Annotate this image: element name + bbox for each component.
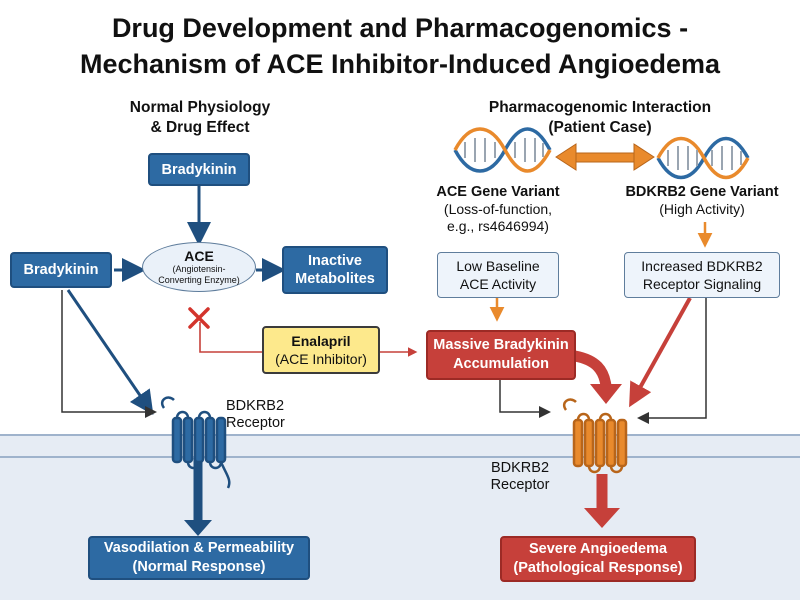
enalapril-box: Enalapril (ACE Inhibitor) bbox=[262, 326, 380, 374]
page-title: Drug Development and Pharmacogenomics - … bbox=[0, 10, 800, 82]
accumulation-line-2: Accumulation bbox=[453, 356, 549, 372]
increased-signaling-box: Increased BDKRB2 Receptor Signaling bbox=[624, 252, 780, 298]
right-heading-line-1: Pharmacogenomic Interaction bbox=[488, 99, 712, 116]
title-line-2: Mechanism of ACE Inhibitor-Induced Angio… bbox=[79, 49, 721, 79]
normal-response-box: Vasodilation & Permeability (Normal Resp… bbox=[88, 536, 310, 580]
ace-variant-title: ACE Gene Variant bbox=[436, 184, 560, 200]
bdkrb2-variant-title: BDKRB2 Gene Variant bbox=[625, 184, 779, 200]
title-line-1: Drug Development and Pharmacogenomics - bbox=[111, 13, 689, 43]
ace-enzyme-ellipse: ACE (Angiotensin- Converting Enzyme) bbox=[142, 242, 256, 292]
left-heading-line-2: & Drug Effect bbox=[150, 119, 250, 136]
arrow-signaling-to-receptor-elbow bbox=[637, 296, 707, 424]
membrane-line-bottom bbox=[0, 456, 800, 458]
normal-response-line-2: (Normal Response) bbox=[132, 559, 266, 575]
low-ace-line-1: Low Baseline bbox=[456, 258, 540, 274]
increased-line-2: Receptor Signaling bbox=[642, 276, 762, 292]
right-heading-line-2: (Patient Case) bbox=[548, 119, 652, 136]
dna-helix-icon-right bbox=[656, 136, 750, 180]
ace-subtitle-line-2: Converting Enzyme) bbox=[158, 274, 240, 285]
arrow-accumulation-to-receptor-head bbox=[590, 384, 622, 404]
arrow-signaling-to-receptor-diag bbox=[629, 297, 692, 408]
left-section-heading: Normal Physiology & Drug Effect bbox=[100, 98, 300, 138]
bradykinin-top-label: Bradykinin bbox=[161, 161, 237, 178]
bradykinin-top-box: Bradykinin bbox=[148, 153, 250, 186]
seven-transmembrane-receptor-icon bbox=[160, 396, 231, 489]
bradykinin-left-box: Bradykinin bbox=[10, 252, 112, 288]
ace-title: ACE bbox=[184, 247, 214, 264]
interaction-double-arrow bbox=[555, 143, 655, 171]
red-x-icon bbox=[188, 307, 210, 329]
arrow-bradykinin-to-receptor-diag bbox=[66, 289, 154, 415]
arrow-accumulation-to-receptor-elbow bbox=[499, 380, 551, 418]
arrow-receptor-to-outcome-head bbox=[184, 520, 212, 536]
bdkrb2-variant-line-1: (High Activity) bbox=[659, 201, 745, 217]
enalapril-name: Enalapril bbox=[291, 333, 351, 349]
membrane-line-top bbox=[0, 434, 800, 436]
bdkrb2-gene-variant-label: BDKRB2 Gene Variant (High Activity) bbox=[612, 184, 792, 218]
angioedema-line-2: (Pathological Response) bbox=[513, 560, 683, 576]
dna-helix-icon bbox=[453, 127, 552, 173]
arrow-accumulation-to-receptor-curve bbox=[573, 350, 612, 387]
right-section-heading: Pharmacogenomic Interaction (Patient Cas… bbox=[460, 98, 740, 138]
enalapril-class: (ACE Inhibitor) bbox=[275, 351, 367, 367]
inactive-line-2: Metabolites bbox=[295, 271, 375, 287]
right-receptor-line-2: Receptor bbox=[490, 477, 550, 493]
left-receptor-line-2: Receptor bbox=[226, 415, 285, 431]
seven-transmembrane-receptor-icon-right bbox=[562, 398, 628, 474]
right-receptor-line-1: BDKRB2 bbox=[490, 460, 550, 476]
arrow-bradykinin-to-receptor-elbow bbox=[61, 290, 157, 418]
left-receptor-line-1: BDKRB2 bbox=[226, 398, 285, 414]
severe-angioedema-box: Severe Angioedema (Pathological Response… bbox=[500, 536, 696, 582]
low-ace-line-2: ACE Activity bbox=[459, 276, 537, 292]
left-heading-line-1: Normal Physiology bbox=[129, 99, 271, 116]
ace-gene-variant-label: ACE Gene Variant (Loss-of-function, e.g.… bbox=[418, 184, 578, 235]
bradykinin-accumulation-box: Massive Bradykinin Accumulation bbox=[426, 330, 576, 380]
bradykinin-left-label: Bradykinin bbox=[23, 262, 99, 278]
ace-variant-line-1: (Loss-of-function, bbox=[443, 201, 553, 217]
ace-variant-line-2: e.g., rs4646994) bbox=[447, 218, 549, 234]
low-ace-activity-box: Low Baseline ACE Activity bbox=[437, 252, 559, 298]
normal-response-line-1: Vasodilation & Permeability bbox=[103, 540, 295, 556]
inactive-line-1: Inactive bbox=[308, 253, 362, 269]
accumulation-line-1: Massive Bradykinin bbox=[433, 337, 569, 353]
angioedema-line-1: Severe Angioedema bbox=[528, 541, 668, 557]
left-receptor-label: BDKRB2 Receptor bbox=[226, 398, 306, 432]
ace-subtitle-line-1: (Angiotensin- bbox=[172, 263, 226, 274]
inactive-metabolites-box: Inactive Metabolites bbox=[282, 246, 388, 294]
right-receptor-label: BDKRB2 Receptor bbox=[480, 460, 560, 494]
increased-line-1: Increased BDKRB2 bbox=[641, 258, 763, 274]
arrow-receptor-to-angioedema-head bbox=[584, 508, 620, 528]
